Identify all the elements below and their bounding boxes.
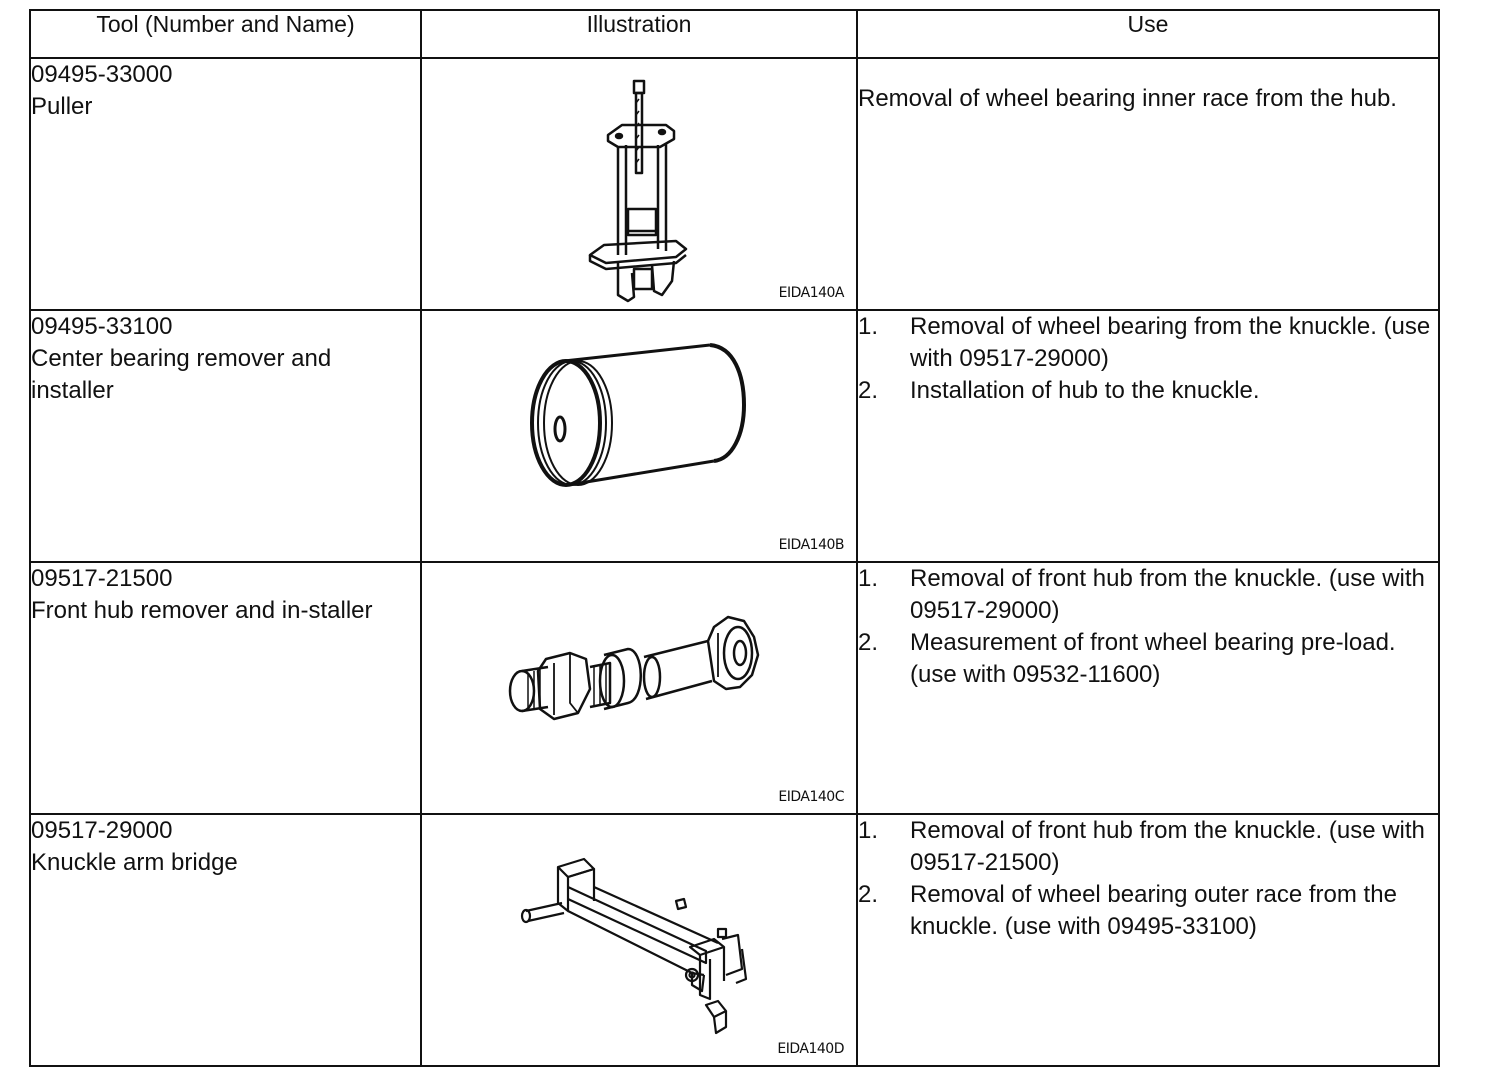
use-list: 1. Removal of wheel bearing from the knuc… bbox=[858, 311, 1438, 407]
use-cell: 1. Removal of front hub from the knuckle.… bbox=[856, 561, 1440, 815]
use-item: 2. Installation of hub to the knuckle. bbox=[858, 375, 1438, 407]
tool-number: 09495-33000 bbox=[31, 61, 173, 88]
special-tools-table: Tool (Number and Name) Illustration Use … bbox=[29, 9, 1440, 1067]
header-illustration: Illustration bbox=[420, 9, 858, 59]
use-item-number: 2. bbox=[858, 881, 879, 908]
puller-icon bbox=[588, 79, 688, 303]
use-item: 1. Removal of wheel bearing from the knuc… bbox=[858, 311, 1438, 375]
use-cell: 1. Removal of wheel bearing from the knuc… bbox=[856, 309, 1440, 563]
use-item-number: 1. bbox=[858, 565, 879, 592]
tool-name: Center bearing remover and installer bbox=[31, 345, 332, 404]
table-row: 09517-21500 Front hub remover and in-sta… bbox=[29, 561, 1440, 815]
use-list: 1. Removal of front hub from the knuckle.… bbox=[858, 563, 1438, 691]
use-cell: 1. Removal of front hub from the knuckle.… bbox=[856, 813, 1440, 1067]
figure-reference: EIDA140C bbox=[778, 789, 844, 805]
tool-number: 09517-21500 bbox=[31, 565, 173, 592]
tool-cell: 09495-33100 Center bearing remover and i… bbox=[29, 309, 422, 563]
use-item-text: Installation of hub to the knuckle. bbox=[910, 377, 1260, 404]
use-item-number: 2. bbox=[858, 629, 879, 656]
table-row: 09517-29000 Knuckle arm bridge bbox=[29, 813, 1440, 1067]
figure-reference: EIDA140A bbox=[778, 285, 845, 301]
illustration-cell: EIDA140C bbox=[420, 561, 858, 815]
tool-cell: 09495-33000 Puller bbox=[29, 57, 422, 311]
use-item-number: 2. bbox=[858, 377, 879, 404]
tool-name: Puller bbox=[31, 93, 93, 120]
use-text: Removal of wheel bearing inner race from… bbox=[858, 85, 1397, 112]
header-tool: Tool (Number and Name) bbox=[29, 9, 422, 59]
header-row: Tool (Number and Name) Illustration Use bbox=[29, 9, 1440, 59]
use-item-text: Removal of front hub from the knuckle. (… bbox=[910, 565, 1425, 624]
use-item-number: 1. bbox=[858, 313, 879, 340]
table-row: 09495-33100 Center bearing remover and i… bbox=[29, 309, 1440, 563]
use-item-text: Measurement of front wheel bearing pre-l… bbox=[910, 629, 1396, 688]
table-row: 09495-33000 Puller bbox=[29, 57, 1440, 311]
figure-reference: EIDA140B bbox=[778, 537, 845, 553]
use-list: 1. Removal of front hub from the knuckle.… bbox=[858, 815, 1438, 943]
use-item-text: Removal of front hub from the knuckle. (… bbox=[910, 817, 1425, 876]
tool-cell: 09517-29000 Knuckle arm bridge bbox=[29, 813, 422, 1067]
hub-remover-icon bbox=[508, 615, 760, 721]
use-cell: Removal of wheel bearing inner race from… bbox=[856, 57, 1440, 311]
use-item-text: Removal of wheel bearing from the knuckl… bbox=[910, 313, 1431, 372]
illustration-cell: EIDA140B bbox=[420, 309, 858, 563]
knuckle-bridge-icon bbox=[520, 857, 748, 1035]
use-item-text: Removal of wheel bearing outer race from… bbox=[910, 881, 1397, 940]
tool-number: 09517-29000 bbox=[31, 817, 173, 844]
tool-name: Knuckle arm bridge bbox=[31, 849, 238, 876]
illustration-cell: EIDA140A bbox=[420, 57, 858, 311]
use-item: 1. Removal of front hub from the knuckle.… bbox=[858, 563, 1438, 627]
use-item: 1. Removal of front hub from the knuckle.… bbox=[858, 815, 1438, 879]
tool-name: Front hub remover and in-staller bbox=[31, 597, 373, 624]
use-item: 2. Measurement of front wheel bearing pre… bbox=[858, 627, 1438, 691]
header-use: Use bbox=[856, 9, 1440, 59]
use-item: 2. Removal of wheel bearing outer race fr… bbox=[858, 879, 1438, 943]
tool-cell: 09517-21500 Front hub remover and in-sta… bbox=[29, 561, 422, 815]
bearing-remover-icon bbox=[530, 343, 746, 487]
figure-reference: EIDA140D bbox=[777, 1041, 844, 1057]
tool-number: 09495-33100 bbox=[31, 313, 173, 340]
use-item-number: 1. bbox=[858, 817, 879, 844]
illustration-cell: EIDA140D bbox=[420, 813, 858, 1067]
